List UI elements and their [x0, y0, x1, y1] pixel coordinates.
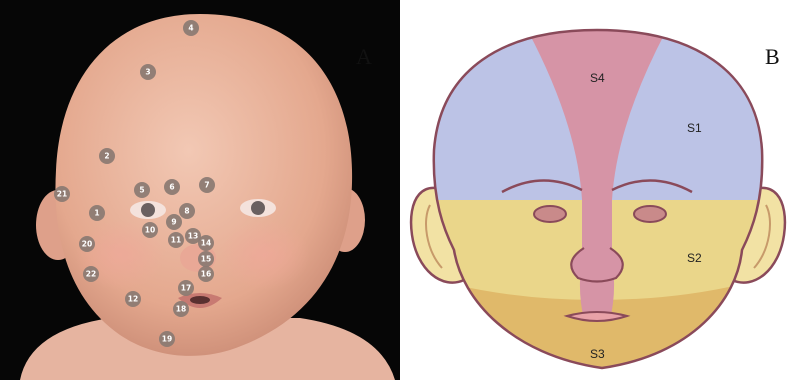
marker-19: 19	[159, 331, 175, 347]
panel-b-letter: B	[765, 44, 780, 69]
marker-number: 8	[184, 207, 189, 216]
baby-right-iris	[251, 201, 265, 215]
marker-number: 12	[128, 295, 138, 304]
marker-9: 9	[166, 214, 182, 230]
diagram-left-eye	[534, 206, 566, 222]
marker-number: 10	[145, 226, 155, 235]
marker-8: 8	[179, 203, 195, 219]
marker-number: 11	[171, 236, 181, 245]
marker-11: 11	[168, 232, 184, 248]
marker-3: 3	[140, 64, 156, 80]
marker-18: 18	[173, 301, 189, 317]
marker-14: 14	[198, 235, 214, 251]
panel-b: S4 S1 S2 S3 B	[402, 0, 792, 380]
diagram-nose	[571, 248, 622, 282]
marker-21: 21	[54, 186, 70, 202]
marker-2: 2	[99, 148, 115, 164]
segment-label-s2: S2	[687, 251, 702, 265]
marker-7: 7	[199, 177, 215, 193]
marker-number: 20	[82, 240, 92, 249]
baby-mouth-opening	[190, 296, 210, 304]
diagram-right-eye	[634, 206, 666, 222]
panel-a-letter: A	[356, 44, 372, 69]
marker-number: 3	[145, 68, 150, 77]
marker-number: 5	[139, 186, 144, 195]
marker-number: 2	[104, 152, 109, 161]
panel-b-figure: S4 S1 S2 S3 B	[402, 0, 792, 380]
marker-number: 13	[188, 232, 198, 241]
marker-15: 15	[198, 251, 214, 267]
marker-12: 12	[125, 291, 141, 307]
marker-number: 7	[204, 181, 209, 190]
marker-number: 9	[171, 218, 176, 227]
marker-16: 16	[198, 266, 214, 282]
marker-5: 5	[134, 182, 150, 198]
baby-left-iris	[141, 203, 155, 217]
marker-1: 1	[89, 205, 105, 221]
marker-number: 6	[169, 183, 174, 192]
marker-number: 21	[57, 190, 67, 199]
baby-right-cheek	[220, 220, 310, 290]
marker-4: 4	[183, 20, 199, 36]
marker-number: 1	[94, 209, 99, 218]
marker-6: 6	[164, 179, 180, 195]
marker-number: 4	[188, 24, 193, 33]
segment-label-s3: S3	[590, 347, 605, 361]
marker-number: 17	[181, 284, 191, 293]
marker-number: 14	[201, 239, 211, 248]
marker-number: 18	[176, 305, 186, 314]
marker-22: 22	[83, 266, 99, 282]
marker-number: 15	[201, 255, 211, 264]
segment-label-s4: S4	[590, 71, 605, 85]
marker-number: 22	[86, 270, 96, 279]
marker-number: 16	[201, 270, 211, 279]
marker-20: 20	[79, 236, 95, 252]
marker-10: 10	[142, 222, 158, 238]
marker-17: 17	[178, 280, 194, 296]
marker-number: 19	[162, 335, 172, 344]
segment-label-s1: S1	[687, 121, 702, 135]
